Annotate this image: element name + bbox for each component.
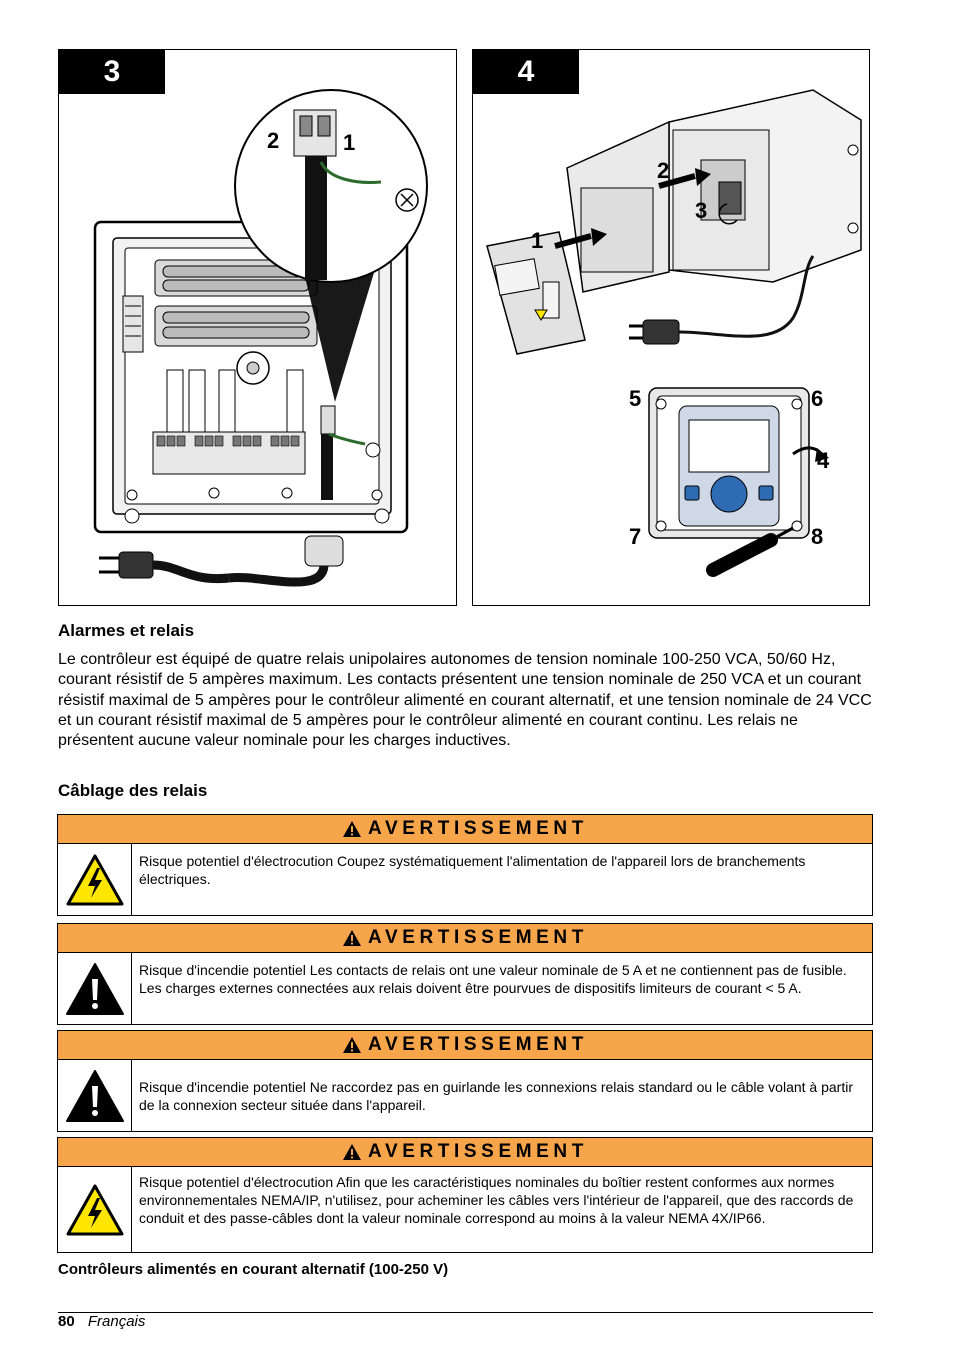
subsection-heading-ac-controllers: Contrôleurs alimentés en courant alterna… <box>58 1261 449 1278</box>
warning-text: Risque potentiel d'électrocution Afin qu… <box>139 1174 854 1226</box>
warning-header: AVERTISSEMENT <box>58 815 872 844</box>
page-number: 80 <box>58 1313 75 1330</box>
warning-header: AVERTISSEMENT <box>58 1031 872 1060</box>
warning-title: AVERTISSEMENT <box>368 1034 588 1055</box>
warning-header: AVERTISSEMENT <box>58 1138 872 1167</box>
section-heading-alarms: Alarmes et relais <box>58 621 195 640</box>
callout-3: 3 <box>695 198 707 223</box>
warning-box: AVERTISSEMENT Risque d'incendie potentie… <box>57 1030 873 1132</box>
callout-1: 1 <box>531 228 543 253</box>
warning-triangle-icon <box>343 1144 362 1160</box>
relay-installation-illustration: 2 3 1 5 6 4 7 8 <box>486 89 862 577</box>
warning-box: AVERTISSEMENT Risque potentiel d'électro… <box>57 1137 873 1253</box>
warning-title: AVERTISSEMENT <box>368 1141 588 1162</box>
callout-6: 6 <box>811 386 823 411</box>
callout-7: 7 <box>629 524 641 549</box>
callout-2: 2 <box>267 128 279 153</box>
warning-title: AVERTISSEMENT <box>368 927 588 948</box>
warning-text: Risque d'incendie potentiel Ne raccordez… <box>139 1079 853 1113</box>
exclamation-icon <box>65 962 124 1015</box>
electric-shock-icon <box>66 1184 123 1235</box>
figure-step-4: 4 <box>472 49 870 606</box>
warning-triangle-icon <box>343 1037 362 1053</box>
alarms-paragraph: Le contrôleur est équipé de quatre relai… <box>58 651 872 750</box>
warning-text: Risque potentiel d'électrocution Coupez … <box>139 853 806 887</box>
exclamation-icon <box>65 1069 124 1122</box>
warning-header: AVERTISSEMENT <box>58 924 872 953</box>
callout-8: 8 <box>811 524 823 549</box>
callout-2: 2 <box>657 158 669 183</box>
warning-title: AVERTISSEMENT <box>368 818 588 839</box>
step-number: 3 <box>59 50 165 94</box>
warning-box: AVERTISSEMENT Risque d'incendie potentie… <box>57 923 873 1025</box>
callout-1: 1 <box>343 130 355 155</box>
callout-4: 4 <box>817 448 830 473</box>
page-footer: 80 Français <box>58 1313 145 1330</box>
warning-text: Risque d'incendie potentiel Les contacts… <box>139 962 847 996</box>
figure-step-3: 3 <box>58 49 457 606</box>
footer-divider <box>58 1312 873 1313</box>
step-number: 4 <box>473 50 579 94</box>
section-heading-relay-wiring: Câblage des relais <box>58 781 208 800</box>
footer-language: Français <box>87 1313 146 1330</box>
warning-triangle-icon <box>343 821 362 837</box>
warning-box: AVERTISSEMENT Risque potentiel d'électro… <box>57 814 873 916</box>
electric-shock-icon <box>66 854 123 905</box>
enclosure-wiring-illustration: 2 1 <box>93 89 428 587</box>
callout-5: 5 <box>629 386 641 411</box>
warning-triangle-icon <box>343 930 362 946</box>
